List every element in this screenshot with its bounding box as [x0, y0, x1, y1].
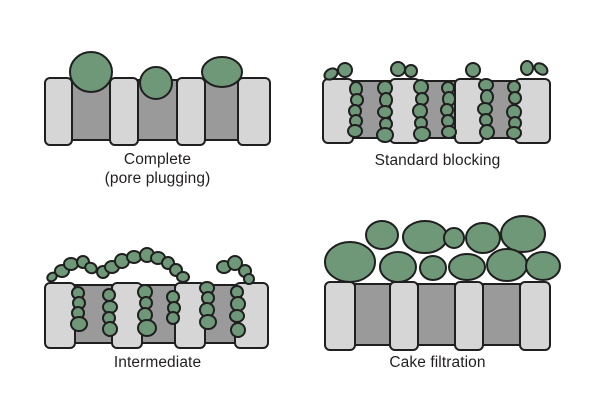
- particle: [520, 60, 534, 76]
- particle: [70, 316, 88, 332]
- particle: [69, 51, 113, 93]
- particle: [412, 103, 428, 119]
- particle: [533, 62, 549, 76]
- particle: [230, 296, 246, 312]
- label-complete-pore-plugging: Complete (pore plugging): [35, 150, 280, 188]
- particle: [102, 321, 118, 337]
- panel-intermediate: [44, 247, 269, 349]
- membrane-pore: [354, 283, 391, 346]
- particle: [508, 91, 522, 105]
- membrane-block: [237, 77, 271, 146]
- particle: [166, 311, 180, 325]
- membrane-pore: [204, 79, 239, 141]
- membrane-block: [109, 77, 139, 146]
- particle: [376, 127, 394, 143]
- particle: [500, 215, 546, 253]
- panel-complete-pore-plugging: [44, 51, 271, 146]
- particle: [480, 89, 494, 105]
- particle: [413, 79, 429, 95]
- label-line: Cake filtration: [389, 354, 486, 371]
- label-line: Complete: [123, 151, 192, 168]
- particle: [137, 319, 157, 337]
- particle: [139, 66, 173, 100]
- particle: [404, 64, 418, 78]
- particle: [465, 62, 481, 78]
- membrane-block: [454, 281, 484, 351]
- membrane-block: [389, 281, 419, 351]
- particle: [506, 126, 522, 140]
- particle: [229, 309, 245, 323]
- particle: [201, 56, 243, 88]
- particle: [479, 124, 495, 140]
- particle: [465, 222, 501, 254]
- particle: [441, 125, 457, 139]
- particle: [419, 255, 447, 281]
- membrane-pore: [417, 283, 456, 346]
- particle: [379, 251, 417, 283]
- membrane-block: [44, 77, 73, 146]
- particle: [377, 105, 393, 119]
- membrane-block: [176, 77, 206, 146]
- particle: [230, 322, 246, 338]
- label-line: Intermediate: [113, 354, 202, 371]
- particle: [448, 253, 486, 281]
- label-intermediate: Intermediate: [35, 353, 280, 372]
- panel-cake-filtration: [324, 215, 561, 351]
- membrane-block: [519, 281, 551, 351]
- particle: [63, 257, 79, 271]
- label-cake-filtration: Cake filtration: [315, 353, 560, 372]
- membrane-pore: [482, 283, 521, 346]
- particle: [415, 92, 429, 106]
- membrane-block: [44, 282, 76, 349]
- particle: [227, 255, 243, 271]
- panel-standard-blocking: [322, 60, 551, 144]
- particle: [486, 248, 528, 282]
- particle: [102, 288, 116, 302]
- label-line: (pore plugging): [104, 170, 211, 187]
- label-line: Standard blocking: [374, 152, 501, 169]
- particle: [126, 250, 142, 264]
- particle: [337, 62, 353, 78]
- particle: [413, 126, 431, 142]
- membrane-block: [324, 281, 356, 351]
- particle: [379, 92, 393, 108]
- particle: [525, 251, 561, 281]
- particle: [347, 124, 363, 138]
- particle: [350, 93, 364, 107]
- particle: [199, 314, 217, 330]
- particle: [324, 241, 376, 283]
- particle: [443, 227, 465, 249]
- particle: [390, 61, 406, 77]
- label-standard-blocking: Standard blocking: [315, 151, 560, 170]
- particle: [176, 271, 190, 283]
- particle: [365, 220, 399, 250]
- particle: [243, 273, 255, 285]
- particle: [402, 220, 448, 254]
